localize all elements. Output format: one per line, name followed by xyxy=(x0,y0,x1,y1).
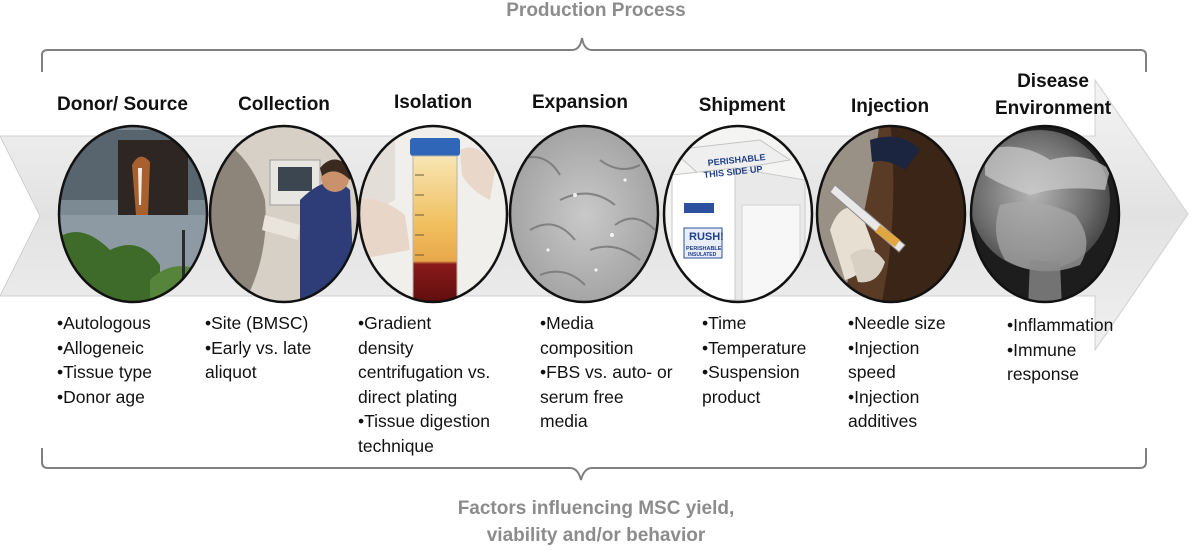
factor-item: •FBS vs. auto- or xyxy=(540,362,673,382)
photo-frame-6 xyxy=(815,124,967,304)
factor-item: •Media xyxy=(540,313,594,333)
factor-list-disease-environment: •Inflammation •Immune response xyxy=(1007,313,1113,387)
box-perishable2-text: PERISHABLE xyxy=(686,246,722,252)
factor-item: serum free xyxy=(540,386,624,407)
bottom-bracket xyxy=(41,448,1147,481)
factor-list-donor-source: •Autologous •Allogeneic •Tissue type •Do… xyxy=(57,311,152,409)
ultrasound-collection-photo xyxy=(210,126,358,302)
factor-item: •Tissue digestion xyxy=(358,411,490,431)
factor-item: •Gradient xyxy=(358,313,432,333)
factor-item: •Temperature xyxy=(702,337,807,358)
joint-xray-photo xyxy=(971,126,1119,302)
photo-frame-1 xyxy=(57,124,209,304)
factor-item: aliquot xyxy=(205,362,257,382)
factor-item: •Injection xyxy=(848,386,920,407)
factor-item: •Allogeneic xyxy=(57,337,144,358)
factors-caption: Factors influencing MSC yield, viability… xyxy=(0,495,1192,549)
photo-frame-5 xyxy=(662,124,814,304)
factor-item: •Injection xyxy=(848,337,920,358)
syringe-injection-photo xyxy=(817,126,965,302)
photo-frame-4 xyxy=(508,124,660,304)
production-process-title: Production Process xyxy=(506,0,686,21)
factor-item: media xyxy=(540,411,588,431)
stage-label-injection: Injection xyxy=(850,96,930,117)
factor-item: •Tissue type xyxy=(57,362,152,382)
factor-item: product xyxy=(702,386,761,407)
factors-caption-line2: viability and/or behavior xyxy=(486,525,706,546)
factor-item: •Needle size xyxy=(848,313,946,333)
factor-item: density xyxy=(358,337,414,358)
box-rush-text: RUSH! xyxy=(689,231,724,243)
photo-frame-3 xyxy=(357,124,509,304)
factor-item: •Suspension xyxy=(702,362,800,382)
factor-list-shipment: •Time •Temperature •Suspension product xyxy=(702,311,806,409)
stage-label-disease-environment: Disease Environment xyxy=(978,68,1128,122)
factor-item: •Early vs. late xyxy=(205,337,312,358)
photo-frame-7 xyxy=(969,124,1121,304)
stage-label-disease-line: Disease xyxy=(1017,71,1089,92)
factor-item: speed xyxy=(848,362,896,382)
stage-label-environment-line: Environment xyxy=(994,98,1112,119)
factor-item: technique xyxy=(358,435,434,456)
factor-item: •Donor age xyxy=(57,386,145,407)
factor-item: additives xyxy=(848,411,918,431)
factor-item: response xyxy=(1007,364,1079,384)
cell-culture-micrograph xyxy=(510,126,658,302)
stage-label-expansion: Expansion xyxy=(531,92,629,113)
factor-item: •Immune xyxy=(1007,339,1077,360)
factor-item: •Autologous xyxy=(57,313,151,333)
factor-list-expansion: •Media composition •FBS vs. auto- or ser… xyxy=(540,311,673,434)
factor-list-collection: •Site (BMSC) •Early vs. late aliquot xyxy=(205,311,311,385)
factors-caption-line1: Factors influencing MSC yield, xyxy=(457,498,735,519)
shipping-box-photo xyxy=(664,126,812,302)
stage-label-shipment: Shipment xyxy=(698,95,786,116)
factor-list-injection: •Needle size •Injection speed •Injection… xyxy=(848,311,946,434)
box-insulated-text: INSULATED xyxy=(688,252,717,258)
factor-item: •Time xyxy=(702,313,747,333)
stage-label-isolation: Isolation xyxy=(393,92,473,113)
top-bracket xyxy=(41,37,1147,72)
factor-item: •Inflammation xyxy=(1007,315,1114,335)
factor-list-isolation: •Gradient density centrifugation vs. dir… xyxy=(358,311,490,458)
factor-item: centrifugation vs. xyxy=(358,362,491,382)
factor-item: •Site (BMSC) xyxy=(205,313,309,333)
factor-item: direct plating xyxy=(358,386,458,407)
stage-label-collection: Collection xyxy=(238,94,330,115)
stage-label-donor-source: Donor/ Source xyxy=(57,94,188,115)
factor-item: composition xyxy=(540,337,634,358)
